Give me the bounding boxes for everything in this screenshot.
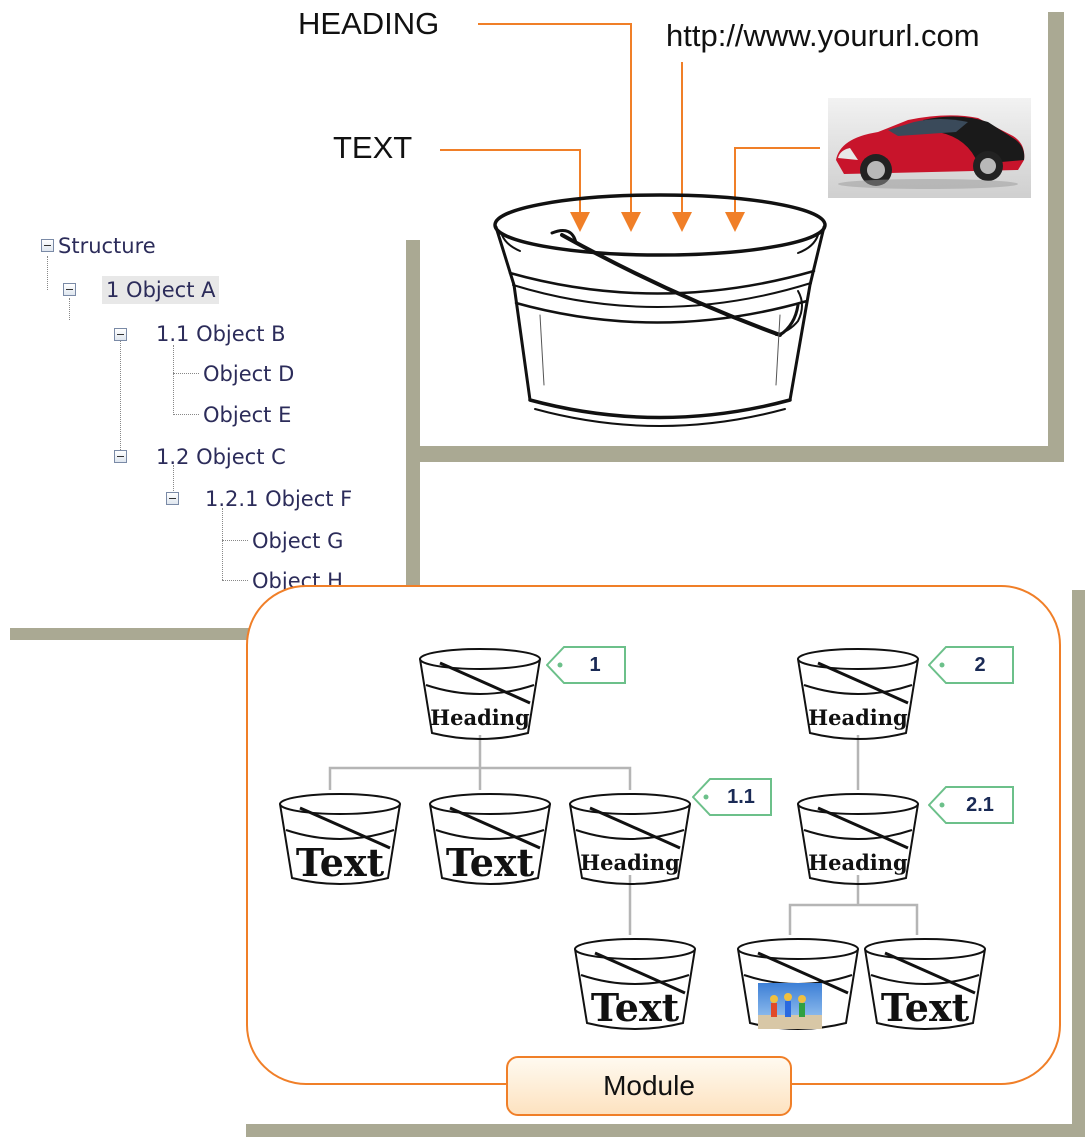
tree-item-object-a[interactable]: 1 Object A xyxy=(102,276,220,304)
collapse-toggle-icon[interactable] xyxy=(41,239,54,252)
tree-line xyxy=(222,580,248,581)
text-callout: TEXT xyxy=(333,130,413,165)
tree-line xyxy=(120,338,121,456)
bucket-heading-label: Heading xyxy=(808,850,908,875)
tag-label: 1 xyxy=(589,654,601,676)
bucket-text-label: Text xyxy=(295,840,385,885)
car-image xyxy=(828,98,1031,198)
bucket-icon xyxy=(864,938,986,1030)
collapse-toggle-icon[interactable] xyxy=(63,283,76,296)
tag-label: 2.1 xyxy=(966,794,994,816)
tree-line xyxy=(173,414,199,415)
bucket-text-2: Text xyxy=(420,790,560,910)
tree-line xyxy=(173,373,199,374)
tag-shape xyxy=(928,646,1014,684)
tree-line xyxy=(69,298,70,320)
collapse-toggle-icon[interactable] xyxy=(114,328,127,341)
bucket-text-label: Text xyxy=(590,985,680,1030)
bucket-icon xyxy=(419,648,541,740)
tag-shape xyxy=(928,786,1014,824)
bucket-heading-2: Heading xyxy=(788,645,928,765)
bucket-heading-1-1: Heading xyxy=(560,790,700,910)
bucket-icon xyxy=(429,793,551,885)
tree-root-structure[interactable]: Structure xyxy=(58,234,156,258)
tree-line xyxy=(222,540,248,541)
bucket-icon xyxy=(797,793,919,885)
tree-line xyxy=(222,508,223,580)
tag-2-1: 2.1 xyxy=(928,786,1014,824)
bucket-text-1: Text xyxy=(270,790,410,910)
bucket-icon xyxy=(279,793,401,885)
tree-item-object-f[interactable]: 1.2.1 Object F xyxy=(205,487,353,511)
bucket-heading-2-1: Heading xyxy=(788,790,928,910)
tag-label: 2 xyxy=(974,654,986,676)
bucket-text-label: Text xyxy=(880,985,970,1030)
module-panel-shadow-bottom xyxy=(246,1124,1085,1137)
tree-item-object-e[interactable]: Object E xyxy=(203,403,292,427)
tree-item-object-g[interactable]: Object G xyxy=(252,529,344,553)
bucket-heading-label: Heading xyxy=(808,705,908,730)
tree-line xyxy=(173,465,174,495)
tag-shape xyxy=(546,646,626,684)
bucket-icon xyxy=(569,793,691,885)
bucket-text-label: Text xyxy=(445,840,535,885)
heading-arrow xyxy=(478,23,641,232)
tree-line xyxy=(47,256,48,290)
url-callout: http://www.yoururl.com xyxy=(666,18,980,53)
bucket-icon xyxy=(797,648,919,740)
people-photo-image xyxy=(758,983,822,1029)
bucket-text-1-1: Text xyxy=(565,935,705,1055)
module-label: Module xyxy=(506,1056,792,1116)
bucket-icon xyxy=(574,938,696,1030)
tag-label: 1.1 xyxy=(727,786,755,808)
bucket-image-2-1 xyxy=(728,935,868,1055)
bucket-illustration xyxy=(493,193,827,427)
collapse-toggle-icon[interactable] xyxy=(114,450,127,463)
tree-item-object-d[interactable]: Object D xyxy=(203,362,295,386)
bucket-text-2-1: Text xyxy=(855,935,995,1055)
tag-2: 2 xyxy=(928,646,1014,684)
bucket-heading-1: Heading xyxy=(410,645,550,765)
bucket-heading-label: Heading xyxy=(430,705,530,730)
tree-item-object-c[interactable]: 1.2 Object C xyxy=(156,445,286,469)
module-panel-shadow xyxy=(1072,590,1085,1136)
bucket-heading-label: Heading xyxy=(580,850,680,875)
tree-item-object-b[interactable]: 1.1 Object B xyxy=(156,322,286,346)
tree-line xyxy=(173,345,174,415)
tag-1-1: 1.1 xyxy=(692,778,772,816)
heading-callout: HEADING xyxy=(298,6,440,41)
tag-1: 1 xyxy=(546,646,626,684)
collapse-toggle-icon[interactable] xyxy=(166,492,179,505)
tag-shape xyxy=(692,778,772,816)
